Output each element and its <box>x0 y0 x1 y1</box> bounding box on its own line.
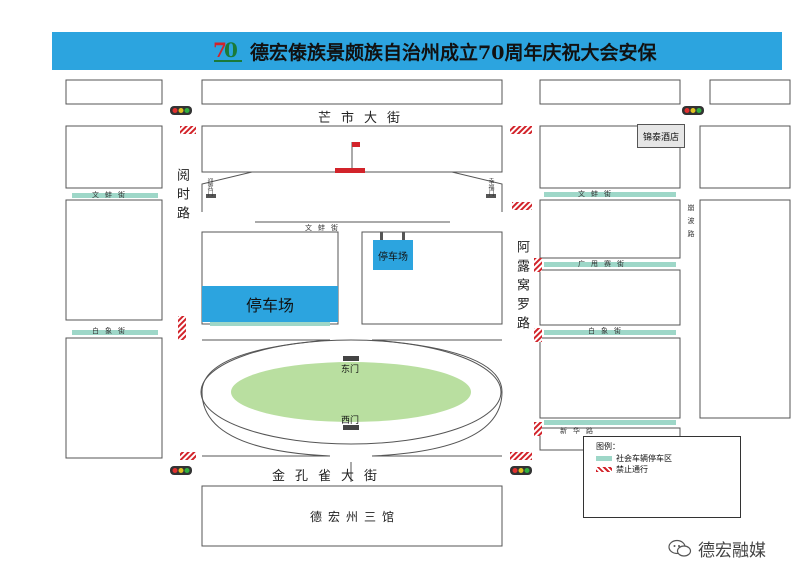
west-gate-label: 西门 <box>341 416 360 426</box>
road-label-wenbang-center: 文蚌街 <box>305 224 344 232</box>
gate-marker <box>486 194 496 198</box>
svg-text:0: 0 <box>224 38 238 62</box>
no-entry-marker <box>534 328 542 342</box>
road-label-wenbang-right: 文蚌街 <box>578 190 617 198</box>
social-parking-zone <box>544 262 676 267</box>
block <box>539 79 681 105</box>
road-label-wenbang-left: 文蚌街 <box>92 191 131 199</box>
flag-icon <box>335 142 365 173</box>
social-parking-zone <box>544 420 676 425</box>
social-parking-zone <box>72 193 158 198</box>
logo-icon: 7 0 <box>213 38 242 62</box>
social-parking-zone <box>210 322 330 326</box>
traffic-lights <box>170 106 704 475</box>
no-entry-marker <box>512 202 532 210</box>
road-label-yueshi: 阅时路 <box>174 168 189 225</box>
social-parking-zone <box>544 330 676 335</box>
block <box>539 199 681 259</box>
road-label-aluwoluo: 阿露窝罗路 <box>514 240 529 335</box>
sanguan-label: 德宏州三馆 <box>310 510 401 524</box>
block <box>699 199 791 419</box>
watermark: 德宏融媒 <box>668 536 766 561</box>
hotel-label: 锦泰酒店 <box>637 124 685 148</box>
block <box>65 337 163 459</box>
no-entry-marker <box>180 452 196 460</box>
no-entry-marker <box>180 126 196 134</box>
no-entry-marker <box>510 452 532 460</box>
block <box>699 125 791 189</box>
watermark-text: 德宏融媒 <box>698 541 766 561</box>
road-label-baixiang-right: 白象街 <box>588 327 627 335</box>
legend: 图例： 社会车辆停车区 禁止通行 <box>583 436 741 518</box>
wechat-icon <box>668 539 692 557</box>
title-bar: 7 0 德宏傣族景颇族自治州成立70周年庆祝大会安保 <box>52 32 782 70</box>
block <box>65 125 163 189</box>
legend-row-social-parking: 社会车辆停车区 <box>596 453 672 464</box>
gate-label-yingbin: 迎宾门 <box>206 178 213 196</box>
road-label-jinkongque: 金孔雀大街 <box>272 469 388 484</box>
road-label-baixiang-left: 白象街 <box>92 327 131 335</box>
traffic-light-icon <box>170 106 192 115</box>
parking-lot-small: 停车场 <box>373 240 413 270</box>
legend-row-no-entry: 禁止通行 <box>596 464 648 475</box>
svg-text:7: 7 <box>213 38 227 62</box>
road-label-xinhua: 新华路 <box>560 427 599 435</box>
road-label-mangshi: 芒市大街 <box>318 111 411 126</box>
block <box>709 79 791 105</box>
no-entry-swatch <box>596 467 612 472</box>
no-entry-markers <box>178 126 542 460</box>
traffic-light-icon <box>170 466 192 475</box>
legend-social-parking-label: 社会车辆停车区 <box>616 454 672 463</box>
block <box>201 79 503 105</box>
parking-lot-large: 停车场 <box>202 286 338 322</box>
no-entry-marker <box>510 126 532 134</box>
traffic-light-icon <box>510 466 532 475</box>
parking-entry-marker <box>402 232 405 240</box>
traffic-light-icon <box>682 106 704 115</box>
no-entry-marker <box>534 258 542 272</box>
east-gate-label: 东门 <box>341 365 360 375</box>
page-title: 德宏傣族景颇族自治州成立70周年庆祝大会安保 <box>250 42 657 64</box>
gate-label-xingfu: 幸福门 <box>487 178 494 196</box>
block <box>201 485 503 547</box>
parking-entry-marker <box>380 232 383 240</box>
legend-title: 图例： <box>596 442 620 451</box>
social-parking-zones <box>72 192 676 425</box>
social-parking-swatch <box>596 456 612 461</box>
block <box>539 337 681 419</box>
block <box>65 199 163 321</box>
no-entry-marker <box>178 316 186 340</box>
block <box>539 269 681 326</box>
road-label-sangbo: 崩波路 <box>687 204 695 243</box>
gate-marker <box>206 194 216 198</box>
legend-no-entry-label: 禁止通行 <box>616 465 648 474</box>
no-entry-marker <box>534 422 542 436</box>
road-label-guangshuangsai: 广甩赛街 <box>578 260 630 268</box>
lawn <box>231 362 471 422</box>
roundabout <box>200 339 503 482</box>
social-parking-zone <box>544 192 676 197</box>
east-gate-marker <box>343 356 359 361</box>
block <box>65 79 163 105</box>
west-gate-marker <box>343 425 359 430</box>
social-parking-zone <box>72 330 158 335</box>
